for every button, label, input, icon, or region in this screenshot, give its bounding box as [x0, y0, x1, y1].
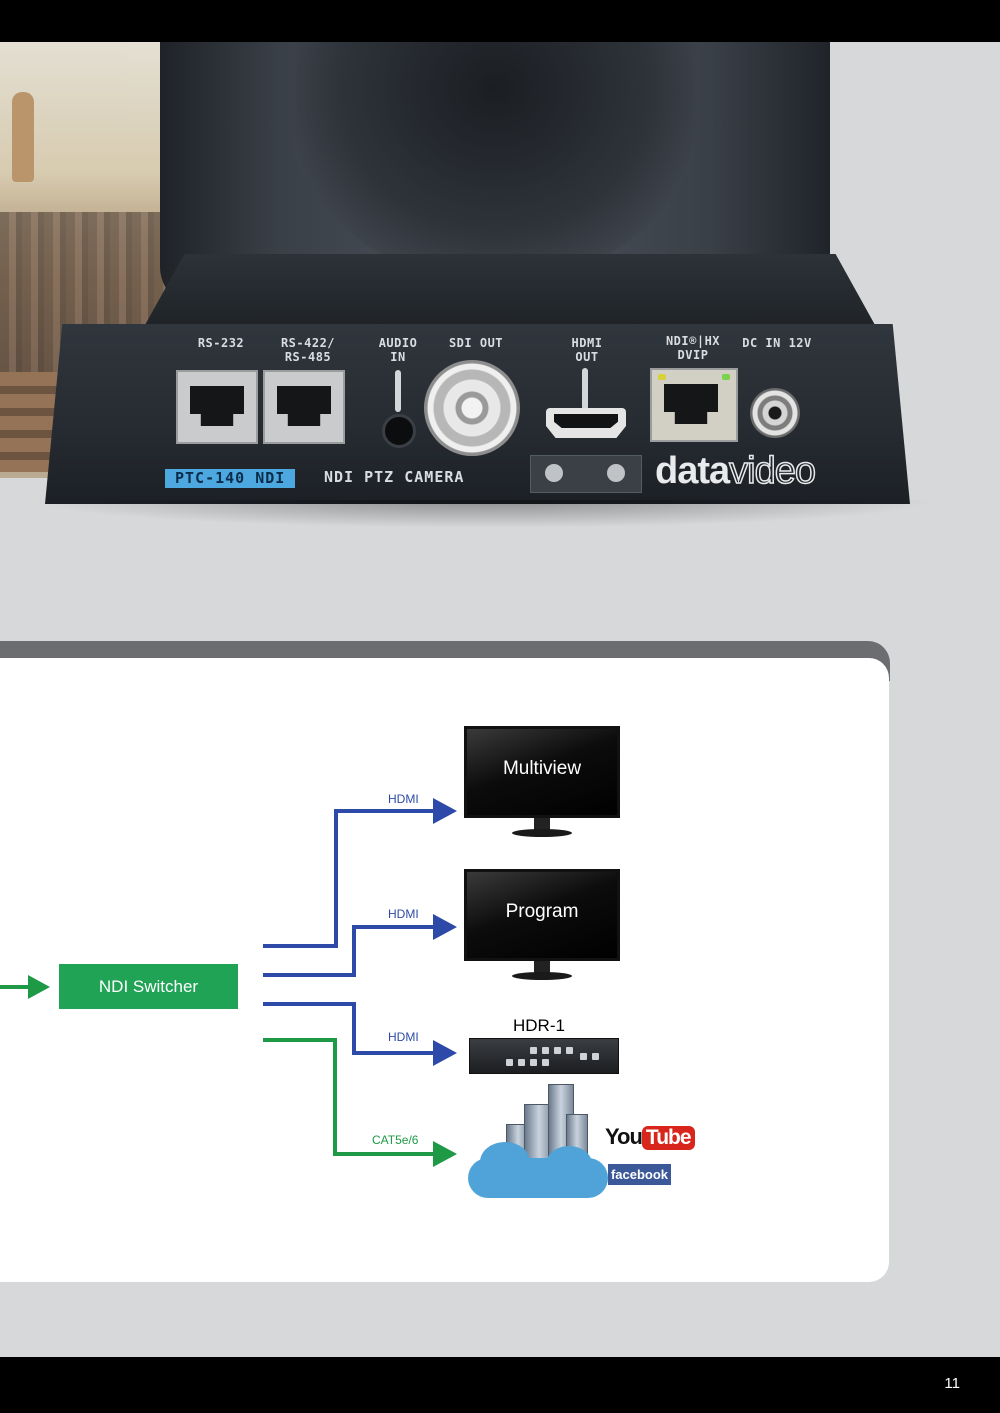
recorder-label: HDR-1 — [513, 1016, 565, 1035]
model-description: NDI PTZ CAMERA — [324, 468, 465, 486]
camera-yoke — [295, 42, 695, 272]
statue-figure — [12, 92, 34, 182]
screw-plate — [530, 455, 642, 493]
facebook-logo: facebook — [608, 1164, 671, 1185]
model-badge: PTC-140 NDI — [165, 469, 296, 488]
page-number: 11 — [944, 1375, 960, 1392]
ndi-ethernet-port — [650, 368, 738, 442]
bottom-bar: 11 — [0, 1357, 1000, 1413]
datavideo-logo: datavideo — [655, 449, 817, 493]
dc-power-jack — [750, 388, 800, 438]
monitor-screen — [464, 726, 620, 818]
port-label-ndi-hx: NDI®|HX DVIP — [665, 334, 721, 362]
port-label-rs232: RS-232 — [197, 336, 245, 350]
cloud-icon — [468, 1142, 608, 1198]
connection-label-cat5: CAT5e/6 — [372, 1133, 419, 1147]
network-line-streaming — [263, 1038, 457, 1167]
hdmi-line-recorder — [263, 1002, 457, 1066]
audio-in-jack — [382, 414, 416, 448]
hdmi-indicator-line — [582, 368, 588, 410]
youtube-tube-text: Tube — [641, 1126, 695, 1150]
hdmi-line-program — [263, 914, 457, 977]
rs422-port — [263, 370, 345, 444]
port-label-hdmi-out: HDMI OUT — [571, 336, 603, 364]
multiview-label: Multiview — [502, 758, 582, 779]
cloud-streaming-servers — [462, 1084, 612, 1200]
port-label-rs422: RS-422/ RS-485 — [280, 336, 336, 364]
ptz-camera-rear-view: RS-232 RS-422/ RS-485 AUDIO IN SDI OUT H… — [0, 42, 1000, 532]
connection-label-hdmi-3: HDMI — [388, 1030, 419, 1044]
monitor-screen — [464, 869, 620, 961]
hdmi-line-multiview — [263, 798, 457, 948]
ndi-switcher-box: NDI Switcher — [59, 964, 238, 1009]
logo-bold-part: data — [655, 450, 730, 492]
program-monitor: Program — [464, 869, 620, 981]
camera-base-top — [140, 254, 880, 334]
camera-shadow — [30, 500, 940, 528]
hdr1-recorder-device — [469, 1038, 619, 1074]
port-label-dc-in: DC IN 12V — [742, 336, 812, 350]
multiview-monitor: Multiview — [464, 726, 620, 838]
logo-light-part: video — [728, 449, 816, 493]
hdmi-out-port — [546, 408, 626, 438]
rs232-port — [176, 370, 258, 444]
connection-label-hdmi-2: HDMI — [388, 907, 419, 921]
connection-label-hdmi-1: HDMI — [388, 792, 419, 806]
port-label-audio-in: AUDIO IN — [378, 336, 418, 364]
audio-indicator-line — [395, 370, 401, 412]
youtube-you-text: You — [605, 1124, 643, 1149]
top-bar — [0, 0, 1000, 42]
input-arrow — [0, 975, 50, 999]
sdi-bnc-connector — [424, 360, 520, 456]
program-label: Program — [505, 901, 579, 922]
port-label-sdi-out: SDI OUT — [448, 336, 504, 350]
